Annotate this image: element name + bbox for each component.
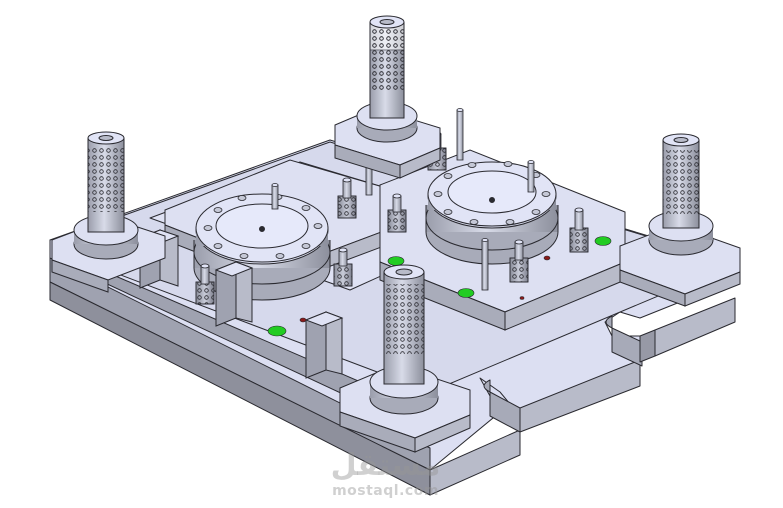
guide-bushing-left <box>51 131 166 293</box>
guide-bushing-front <box>339 264 471 453</box>
bolt-holes <box>203 194 323 259</box>
guide-bushing-right <box>619 133 741 307</box>
markers <box>267 236 612 337</box>
round-flange-right <box>425 161 559 265</box>
spring-punch <box>337 177 357 219</box>
guide-bushing-back <box>334 15 441 179</box>
